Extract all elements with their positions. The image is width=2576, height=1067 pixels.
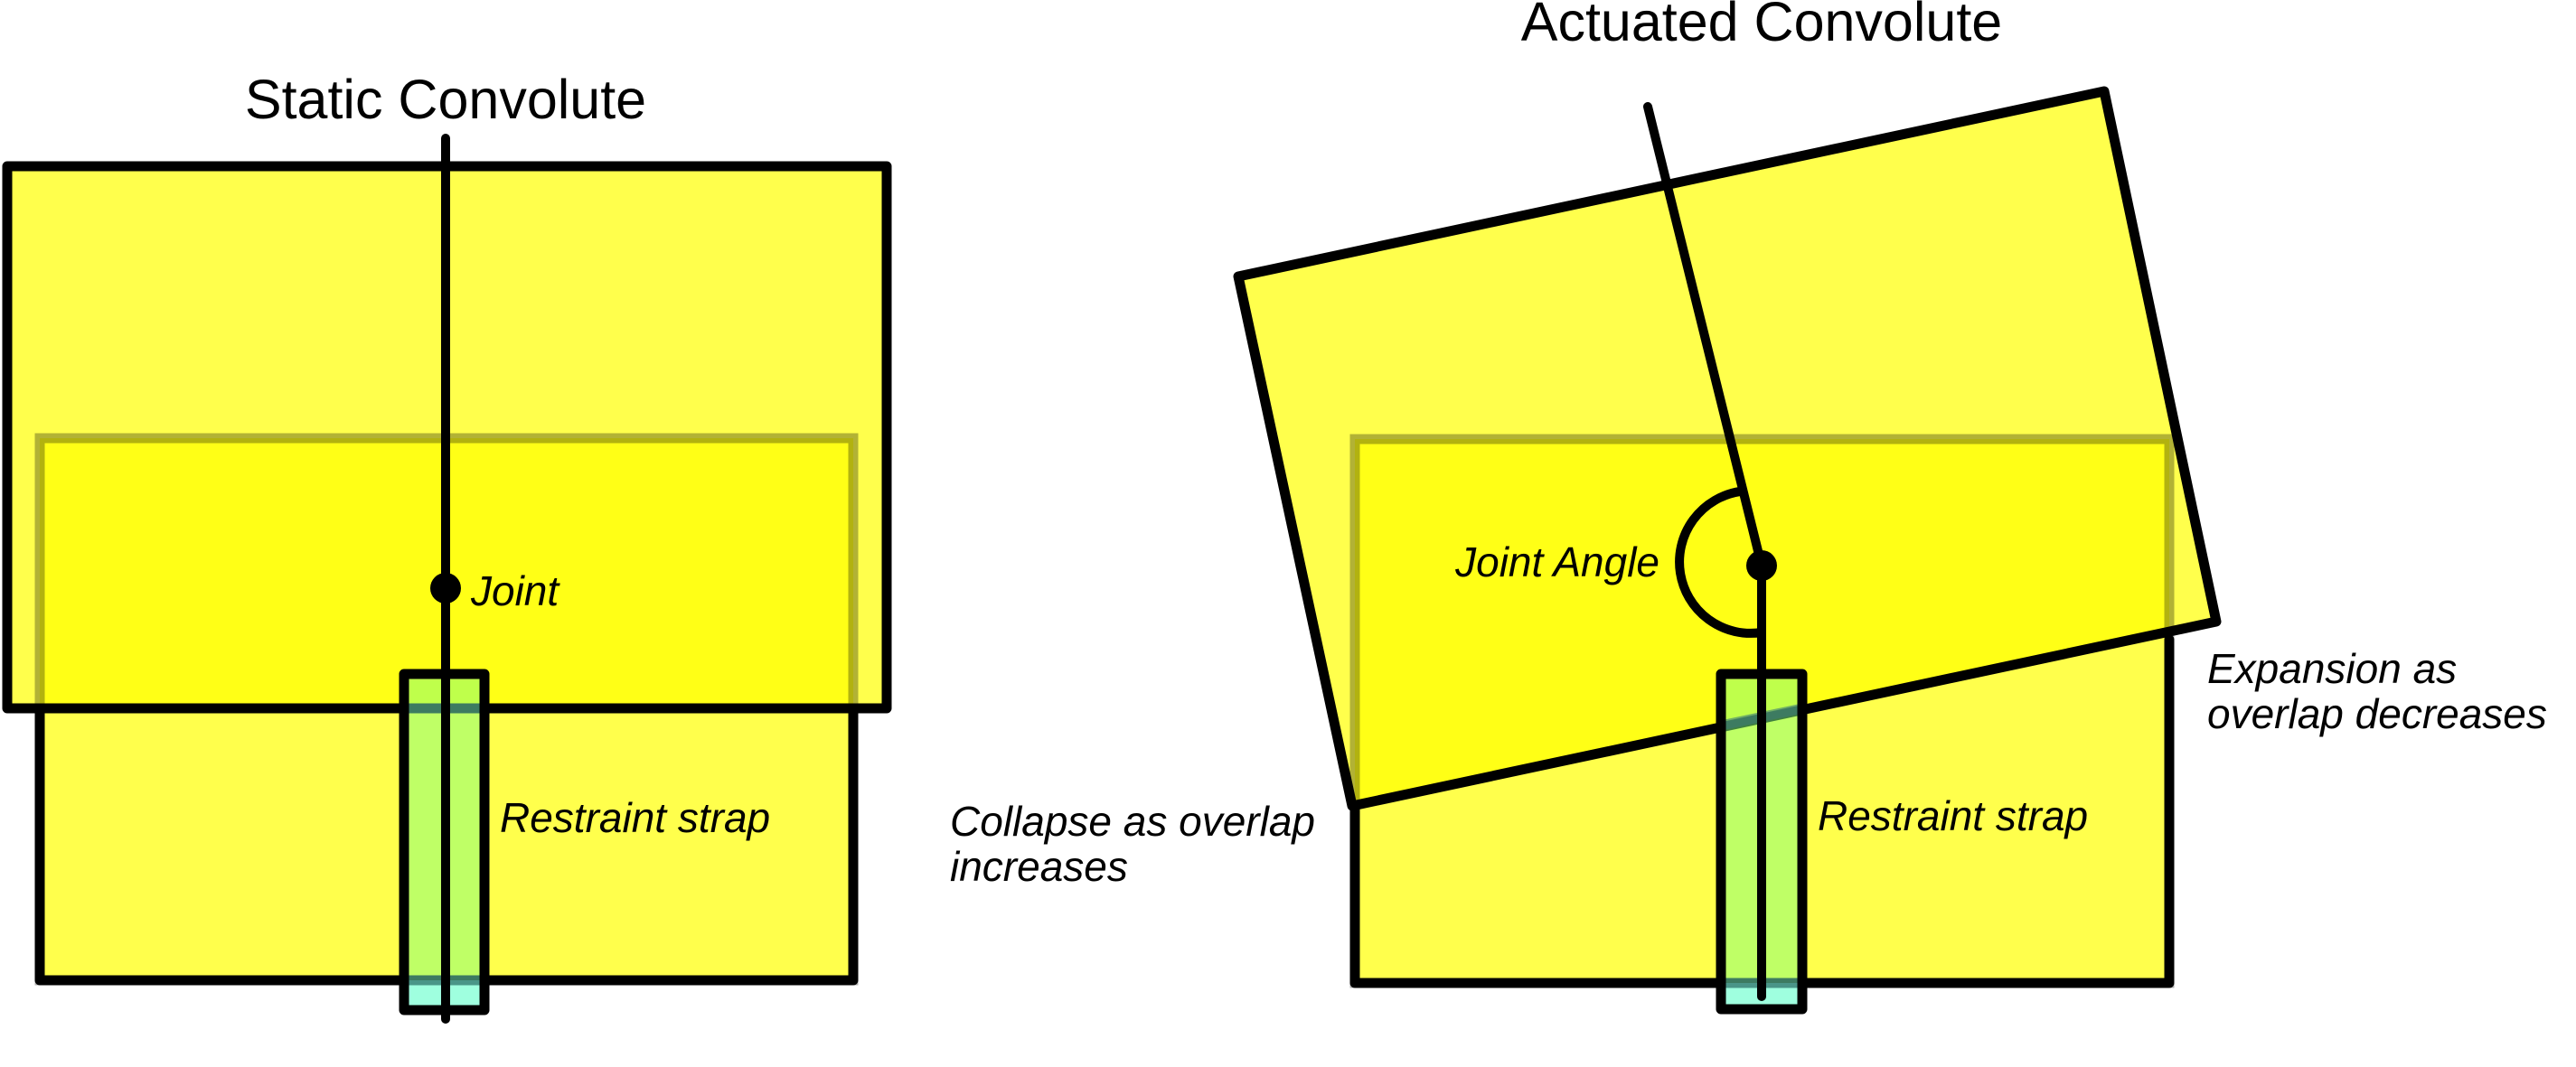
joint-angle-label: Joint Angle bbox=[1454, 538, 1659, 585]
static-title: Static Convolute bbox=[245, 69, 646, 130]
collapse-label: Collapse as overlap increases bbox=[950, 798, 1327, 890]
static-strap-label: Restraint strap bbox=[500, 794, 770, 841]
static-convolute: Static Convolute Joint Restraint strap bbox=[2, 69, 892, 1024]
actuated-upper-outline bbox=[1233, 86, 2222, 811]
actuated-upper-segment bbox=[1238, 91, 2216, 806]
static-joint-dot bbox=[430, 573, 461, 604]
actuated-joint-dot bbox=[1746, 550, 1777, 581]
actuated-strap-label: Restraint strap bbox=[1818, 792, 2088, 839]
expansion-label: Expansion as overlap decreases bbox=[2207, 645, 2547, 737]
collapse-label-line2: increases bbox=[950, 843, 1128, 890]
collapse-label-line1: Collapse as overlap bbox=[950, 798, 1315, 845]
static-joint-label: Joint bbox=[470, 567, 560, 614]
expansion-label-line1: Expansion as bbox=[2207, 645, 2457, 692]
expansion-label-line2: overlap decreases bbox=[2207, 690, 2547, 737]
actuated-title: Actuated Convolute bbox=[1521, 0, 2002, 52]
actuated-joint-axis-upper bbox=[1643, 102, 1766, 570]
actuated-convolute: Actuated Convolute Joint Angle Restraint… bbox=[950, 0, 2547, 1015]
joint-angle-arc bbox=[1675, 487, 1763, 638]
